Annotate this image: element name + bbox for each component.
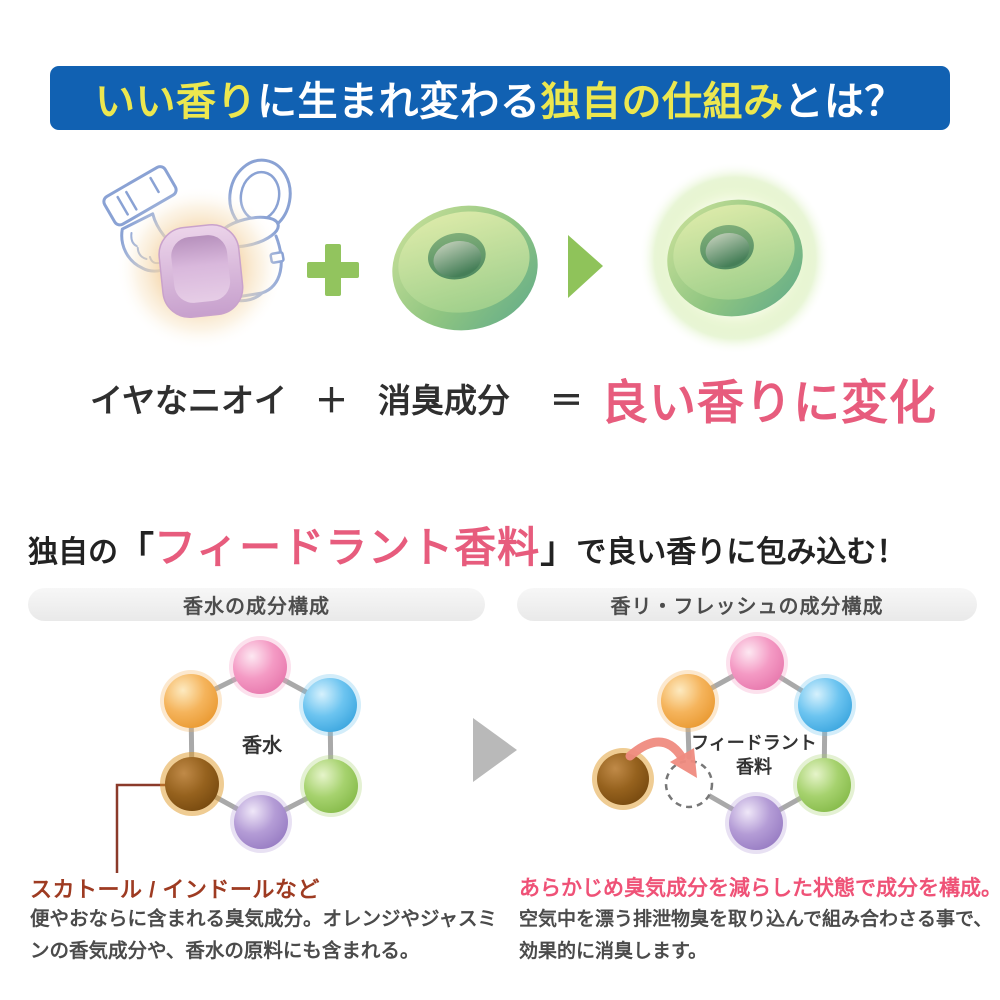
transition-arrow-icon: [473, 718, 517, 782]
process-illustration: [102, 158, 831, 354]
molecule-node-green: [300, 755, 362, 817]
feedrant-center-label-line2: 香料: [735, 756, 772, 777]
feedrant-center-label-line1: フィードラント: [691, 733, 817, 753]
heading-prefix: 独自の: [28, 536, 118, 569]
right-panel-description: 空気中を漂う排泄物臭を取り込んで組み合わさる事で、効果的に消臭します。: [519, 909, 993, 962]
molecule-node-orange: [160, 670, 222, 732]
perfume-center-label: 香水: [242, 734, 283, 757]
glowing-tablet-icon: [667, 199, 803, 317]
skatole-callout-label: スカトール / インドールなど: [30, 877, 320, 902]
molecule-node-purple: [230, 791, 292, 853]
deodorant-tablet-icon: [392, 205, 538, 331]
feedrant-molecule-diagram: フィードラント 香料: [592, 632, 856, 854]
right-panel-header: 香リ・フレッシュの成分構成: [517, 588, 977, 621]
perfume-molecule-diagram: 香水: [115, 636, 362, 873]
molecule-node-brown-skatole: [160, 752, 224, 816]
right-panel-lead: あらかじめ臭気成分を減らした状態で成分を構成。: [519, 877, 1000, 900]
molecule-node-orange: [657, 670, 719, 732]
odor-source-icon: [158, 223, 244, 319]
molecule-node-green: [793, 754, 855, 816]
title-banner: いい香りに生まれ変わる独自の仕組みとは？: [50, 66, 950, 130]
equation-result: 良い香りに変化: [601, 375, 938, 429]
equation-term-bad-odor: イヤなニオイ: [90, 382, 288, 419]
capture-arrow-icon: [625, 737, 697, 778]
banner-text-highlight-1: いい香り: [95, 80, 257, 124]
odor-equation: イヤなニオイ ＋ 消臭成分 ＝ 良い香りに変化: [90, 370, 937, 429]
plus-icon: [307, 244, 359, 296]
molecule-node-blue: [299, 674, 361, 736]
banner-text-plain-2: とは？: [783, 80, 905, 124]
molecule-diagrams: 香水: [115, 632, 856, 873]
heading-suffix: で良い香りに包み込む！: [576, 536, 907, 569]
section-heading: 独自の 「 フィードラント香料 」 で良い香りに包み込む！: [28, 514, 906, 575]
removed-odor-node-brown: [592, 748, 654, 810]
heading-bracket-close: 」: [540, 529, 577, 570]
heading-highlight: フィードラント香料: [154, 524, 541, 571]
equals-operator: ＝: [550, 382, 584, 419]
molecule-node-purple: [725, 792, 787, 854]
molecule-node-pink: [229, 636, 291, 698]
molecule-node-pink: [726, 632, 788, 694]
plus-operator: ＋: [315, 382, 349, 419]
banner-text-highlight-2: 独自の仕組み: [540, 80, 784, 124]
molecule-node-blue: [794, 674, 856, 736]
left-panel-description: 便やおならに含まれる臭気成分。オレンジやジャスミンの香気成分や、香水の原料にも含…: [30, 908, 498, 962]
left-panel-header: 香水の成分構成: [28, 588, 485, 621]
equation-term-deodorant: 消臭成分: [378, 382, 511, 419]
removed-node-slot: [664, 759, 714, 809]
banner-text-plain-1: に生まれ変わる: [257, 80, 541, 124]
arrow-right-icon: [568, 235, 603, 298]
heading-bracket-open: 「: [118, 529, 155, 570]
